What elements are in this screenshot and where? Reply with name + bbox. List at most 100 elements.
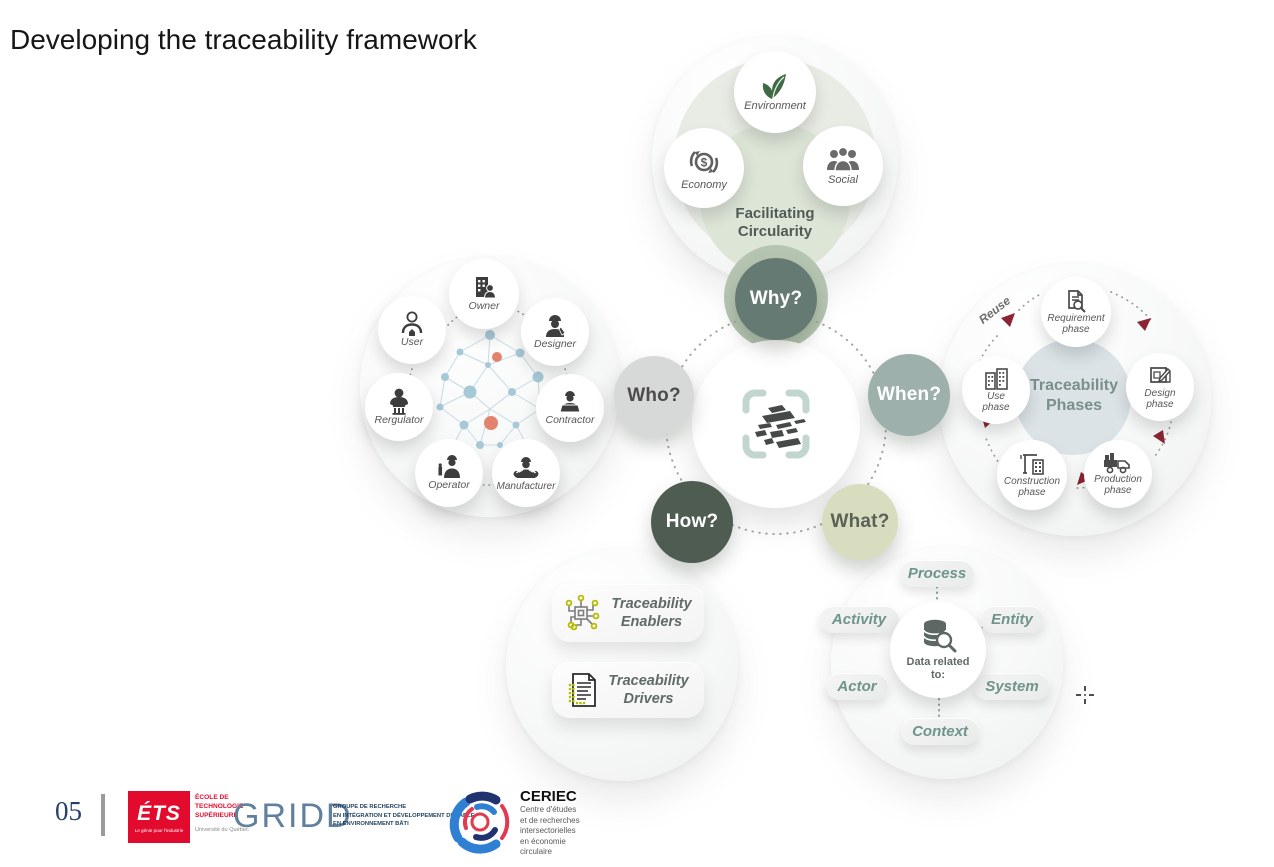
regulator-node: Rergulator (365, 373, 433, 441)
production-phase-label: Production phase (1094, 474, 1142, 496)
buildings-icon (983, 367, 1009, 391)
building-person-icon (471, 275, 497, 301)
designer-label: Designer (533, 338, 577, 351)
regulator-label: Rergulator (374, 413, 424, 426)
social-label: Social (828, 173, 858, 186)
database-search-icon (918, 618, 958, 654)
data-hub-node: Data related to: (890, 602, 986, 698)
system-pill: System (974, 673, 1050, 700)
traceability-drivers-label: Traceability Drivers (608, 672, 689, 707)
currency-cycle-icon: $ (687, 145, 721, 179)
regulator-columns-icon (386, 388, 412, 415)
ceriec-name-line: intersectorielles (520, 826, 576, 836)
crosshair-cursor (1076, 686, 1094, 704)
user-node: User (378, 296, 446, 364)
phases-center-blob (1015, 339, 1131, 455)
how-group: Traceability Enablers (506, 549, 738, 781)
owner-label: Owner (468, 300, 500, 313)
requirement-phase-node: Requirement phase (1041, 277, 1111, 347)
stakeholder-network-graph (360, 257, 620, 517)
use-phase-label: Use phase (982, 391, 1010, 413)
owner-node: Owner (449, 259, 519, 329)
helmet-designer-icon (542, 313, 568, 339)
user-label: User (400, 336, 424, 349)
gridd-name-line: EN ENVIRONNEMENT BÂTI (333, 821, 409, 828)
manufacturer-label: Manufacturer (496, 480, 556, 492)
gridd-logo: GRIDD (233, 797, 353, 835)
context-pill: Context (901, 718, 979, 745)
entity-pill: Entity (980, 606, 1044, 633)
construction-phase-node: Construction phase (997, 440, 1067, 510)
ceriec-logo-icon (444, 786, 516, 858)
operator-node: Operator (415, 439, 483, 507)
person-home-icon (400, 311, 424, 337)
ets-abbr: ÉTS (137, 801, 181, 825)
people-group-icon (825, 146, 861, 174)
ceriec-name-line: et de recherches (520, 815, 580, 825)
what-group: Process Activity Entity Actor System Con… (819, 547, 1063, 779)
ceriec-name-line: en économie (520, 836, 566, 846)
svg-text:$: $ (701, 155, 708, 169)
traceability-phases-group: Traceability Phases Reuse Requirement ph… (939, 264, 1211, 536)
use-phase-node: Use phase (962, 356, 1030, 424)
ets-logo: ÉTS Le génie pour l'industrie (128, 791, 190, 843)
designer-node: Designer (521, 298, 589, 366)
when-button: When? (868, 354, 950, 436)
ets-name-line: ÉCOLE DE (195, 794, 229, 801)
network-highlight-node (492, 352, 502, 362)
gridd-name-line: EN INTÉGRATION ET DÉVELOPPEMENT DURABLE (333, 812, 475, 819)
document-search-icon (1064, 289, 1088, 313)
ets-name-line: SUPÉRIEURE (195, 811, 238, 819)
ets-name-line: TECHNOLOGIE (195, 802, 244, 810)
ets-wordmark: ÉCOLE DE TECHNOLOGIE SUPÉRIEURE Universi… (195, 794, 249, 833)
page-title: Developing the traceability framework (10, 24, 477, 55)
how-button: How? (651, 481, 733, 563)
traceability-phases-heading: Traceability Phases (1029, 377, 1119, 414)
leaf-icon (760, 72, 790, 100)
facilitating-circularity-heading: Facilitating Circularity (735, 205, 815, 241)
stakeholders-group: Owner User Desi (360, 257, 620, 517)
design-phase-node: Design phase (1126, 353, 1194, 421)
network-highlight-node (484, 416, 498, 430)
ceriec-name-line: circulaire (520, 847, 553, 857)
traceability-enablers-label: Traceability Enablers (611, 595, 692, 630)
hub-center-node (692, 340, 860, 508)
operator-label: Operator (428, 479, 470, 492)
environment-node: Environment (734, 51, 816, 133)
requirement-phase-label: Requirement phase (1047, 313, 1105, 335)
laptop-person-icon (556, 389, 584, 415)
manufacturer-node: Manufacturer (492, 439, 560, 507)
social-node: Social (803, 126, 883, 206)
data-related-to-label: Data related to: (906, 656, 970, 681)
circuit-chip-icon (561, 593, 601, 633)
who-button: Who? (614, 356, 694, 436)
production-phase-node: Production phase (1084, 440, 1152, 508)
contractor-label: Contractor (545, 414, 595, 427)
footer-divider (101, 794, 105, 836)
construction-phase-label: Construction phase (1003, 476, 1061, 498)
activity-pill: Activity (819, 606, 899, 633)
contractor-node: Contractor (536, 374, 604, 442)
ets-affiliation: Université du Québec (195, 826, 249, 833)
truck-icon (1103, 452, 1133, 474)
helmet-blueprint-icon (435, 454, 463, 480)
facilitating-circularity-group: Environment $ Economy (652, 37, 898, 349)
actor-pill: Actor (826, 673, 888, 700)
design-phase-label: Design phase (1144, 388, 1176, 410)
helmet-wrench-icon (512, 455, 540, 481)
traceability-drivers-pill: Traceability Drivers (552, 662, 704, 718)
phase-cycle-dotted-arcs (939, 264, 1211, 536)
page-number: 05 (55, 796, 82, 826)
process-pill: Process (900, 560, 974, 587)
ceriec-name-line: Centre d'études (520, 805, 577, 814)
ets-tagline: Le génie pour l'industrie (134, 827, 184, 833)
document-list-icon (565, 671, 599, 709)
economy-node: $ Economy (664, 128, 744, 208)
ceriec-wordmark: CERIEC Centre d'études et de recherches … (520, 788, 580, 858)
economy-label: Economy (681, 178, 727, 191)
environment-label: Environment (744, 99, 806, 112)
gridd-wordmark: GROUPE DE RECHERCHE EN INTÉGRATION ET DÉ… (333, 803, 475, 829)
gridd-name-line: GROUPE DE RECHERCHE (333, 804, 407, 810)
traceability-enablers-pill: Traceability Enablers (552, 584, 704, 642)
